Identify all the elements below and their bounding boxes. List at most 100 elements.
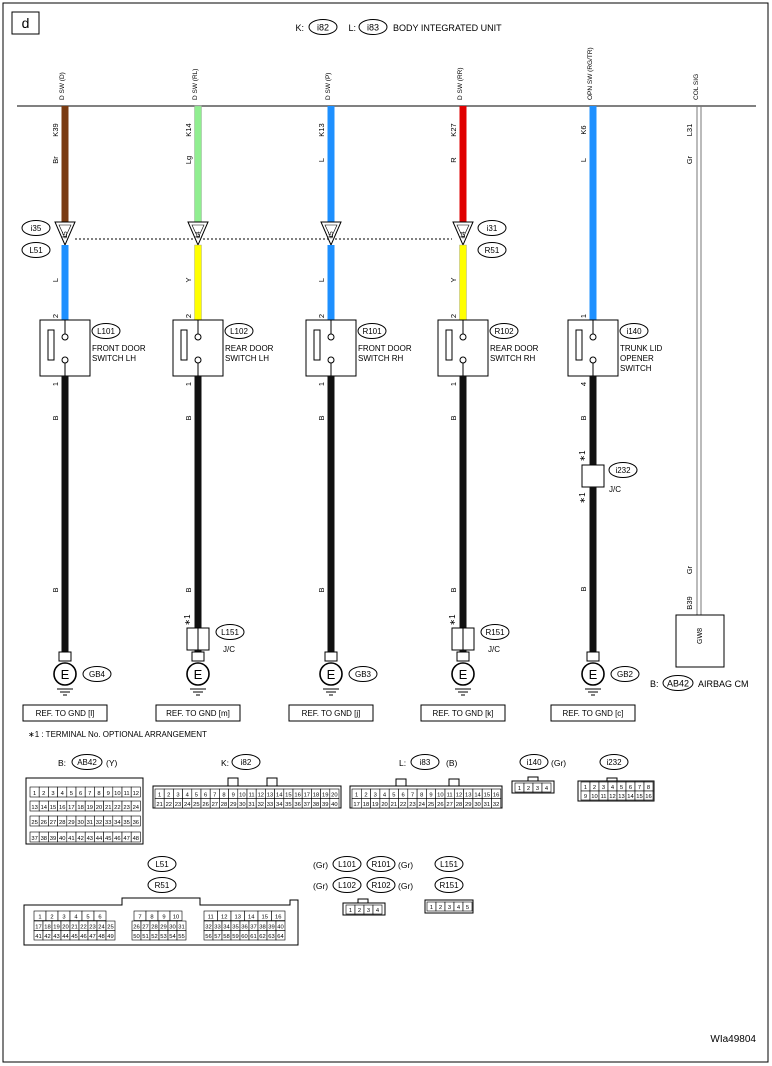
pin-number: 3: [602, 785, 605, 791]
wire-pin: K14: [184, 123, 193, 136]
pin-number: 12: [221, 915, 227, 921]
jc-label: J/C: [609, 485, 621, 494]
pin-cell: [169, 910, 183, 921]
pin-number: 10: [114, 791, 120, 797]
pin-number: 5: [195, 793, 198, 799]
ground-id-oval: [610, 666, 640, 682]
pin-number: 30: [239, 802, 245, 808]
pin-number: 16: [59, 805, 65, 811]
ground-letter: E: [194, 667, 203, 682]
pin-number: 7: [88, 791, 91, 797]
ground-terminal: [58, 651, 72, 662]
header-l-conn: i83: [367, 23, 379, 33]
signal-label: OPN SW (RG/TR): [587, 47, 594, 100]
pin-number: 13: [235, 915, 241, 921]
pin-number: 26: [437, 802, 443, 808]
switch-pin-bottom: 1: [317, 382, 326, 386]
pin-number: 11: [447, 793, 453, 799]
pin-number: 10: [591, 794, 597, 800]
pin-number: 16: [294, 793, 300, 799]
jc-star-bottom: ∗1: [578, 492, 587, 504]
pin-number: 4: [611, 785, 615, 791]
wire-lower: [61, 245, 69, 320]
inline-left-bot: L51: [29, 246, 43, 255]
pin-number: 10: [239, 793, 245, 799]
pin-number: 15: [636, 794, 642, 800]
pin-number: 35: [123, 820, 129, 826]
pin-number: 13: [31, 805, 37, 811]
pin-number: 31: [87, 820, 93, 826]
pin-number: 51: [142, 934, 148, 940]
pin-number: 40: [331, 802, 337, 808]
i140-key: [527, 776, 539, 782]
pin-cell: [130, 815, 141, 827]
wire-pin: K39: [51, 123, 60, 136]
jc-connector: R151: [485, 628, 505, 637]
pin-number: 1: [158, 793, 161, 799]
pin-number: 19: [322, 793, 328, 799]
wire-color-code: R: [449, 157, 458, 163]
pin-number: 9: [162, 915, 165, 921]
pin-number: 5: [70, 791, 73, 797]
pin-number: 2: [358, 908, 361, 914]
switch-connector-oval: [619, 323, 649, 339]
i83-prefix: L:: [399, 758, 406, 768]
pin-number: 47: [123, 836, 129, 842]
ground-color-code-bottom: B: [51, 587, 60, 592]
pin-number: 32: [493, 802, 499, 808]
wire-color-code: Gr: [685, 155, 694, 164]
ground-color-code-bottom: B: [317, 587, 326, 592]
ground-id: GB4: [89, 670, 106, 679]
pin-number: 25: [107, 925, 113, 931]
pin-number: 59: [232, 934, 238, 940]
pin-number: 23: [409, 802, 415, 808]
ground-circle: [451, 662, 475, 686]
jc-connector-oval: [215, 624, 245, 640]
pin-number: 8: [647, 785, 650, 791]
switch-name-line2: SWITCH RH: [490, 354, 536, 363]
switch-terminal-top: [459, 333, 467, 341]
switch-pin-top: 2: [317, 314, 326, 318]
signal-label: D SW (RR): [457, 68, 464, 101]
inline-pin-number: 15: [328, 231, 335, 239]
pin-number: 4: [457, 905, 461, 911]
jc-label: J/C: [223, 645, 235, 654]
switch-name-line1: FRONT DOOR: [92, 344, 146, 353]
pin-number: 17: [304, 793, 310, 799]
ab42-name: AB42: [77, 758, 97, 767]
pin-number: 8: [222, 793, 225, 799]
pin-number: 48: [98, 934, 104, 940]
wire-color-code-lower: Y: [184, 277, 193, 282]
pin-number: 22: [80, 925, 86, 931]
airbag-name: AIRBAG CM: [698, 679, 749, 689]
pin-cell: [329, 798, 340, 809]
pin-number: 34: [114, 820, 121, 826]
ground-wire-b: [589, 487, 597, 652]
wire-color-code: L: [579, 158, 588, 162]
pin-number: 29: [160, 925, 166, 931]
jc-label: J/C: [488, 645, 500, 654]
pin-number: 57: [214, 934, 220, 940]
i232-name-oval: [599, 754, 629, 770]
pin-number: 16: [493, 793, 499, 799]
pin-number: 29: [230, 802, 236, 808]
ab42-color: (Y): [106, 758, 118, 768]
r151-name-oval: [434, 877, 464, 893]
ground-color-code-top: B: [184, 415, 193, 420]
switch-name-line2: SWITCH LH: [225, 354, 269, 363]
pin-number: 13: [618, 794, 624, 800]
i83-name-oval: [410, 754, 440, 770]
i232-key: [606, 777, 618, 782]
pin-number: 23: [123, 805, 129, 811]
pin-number: 23: [175, 802, 181, 808]
i83-key-2: [448, 778, 460, 787]
inline-pin-number: 14: [195, 231, 202, 239]
pin-number: 47: [89, 934, 95, 940]
wire-upper: [589, 106, 597, 320]
sw-key: [357, 898, 369, 904]
switch-actuator: [575, 329, 583, 361]
